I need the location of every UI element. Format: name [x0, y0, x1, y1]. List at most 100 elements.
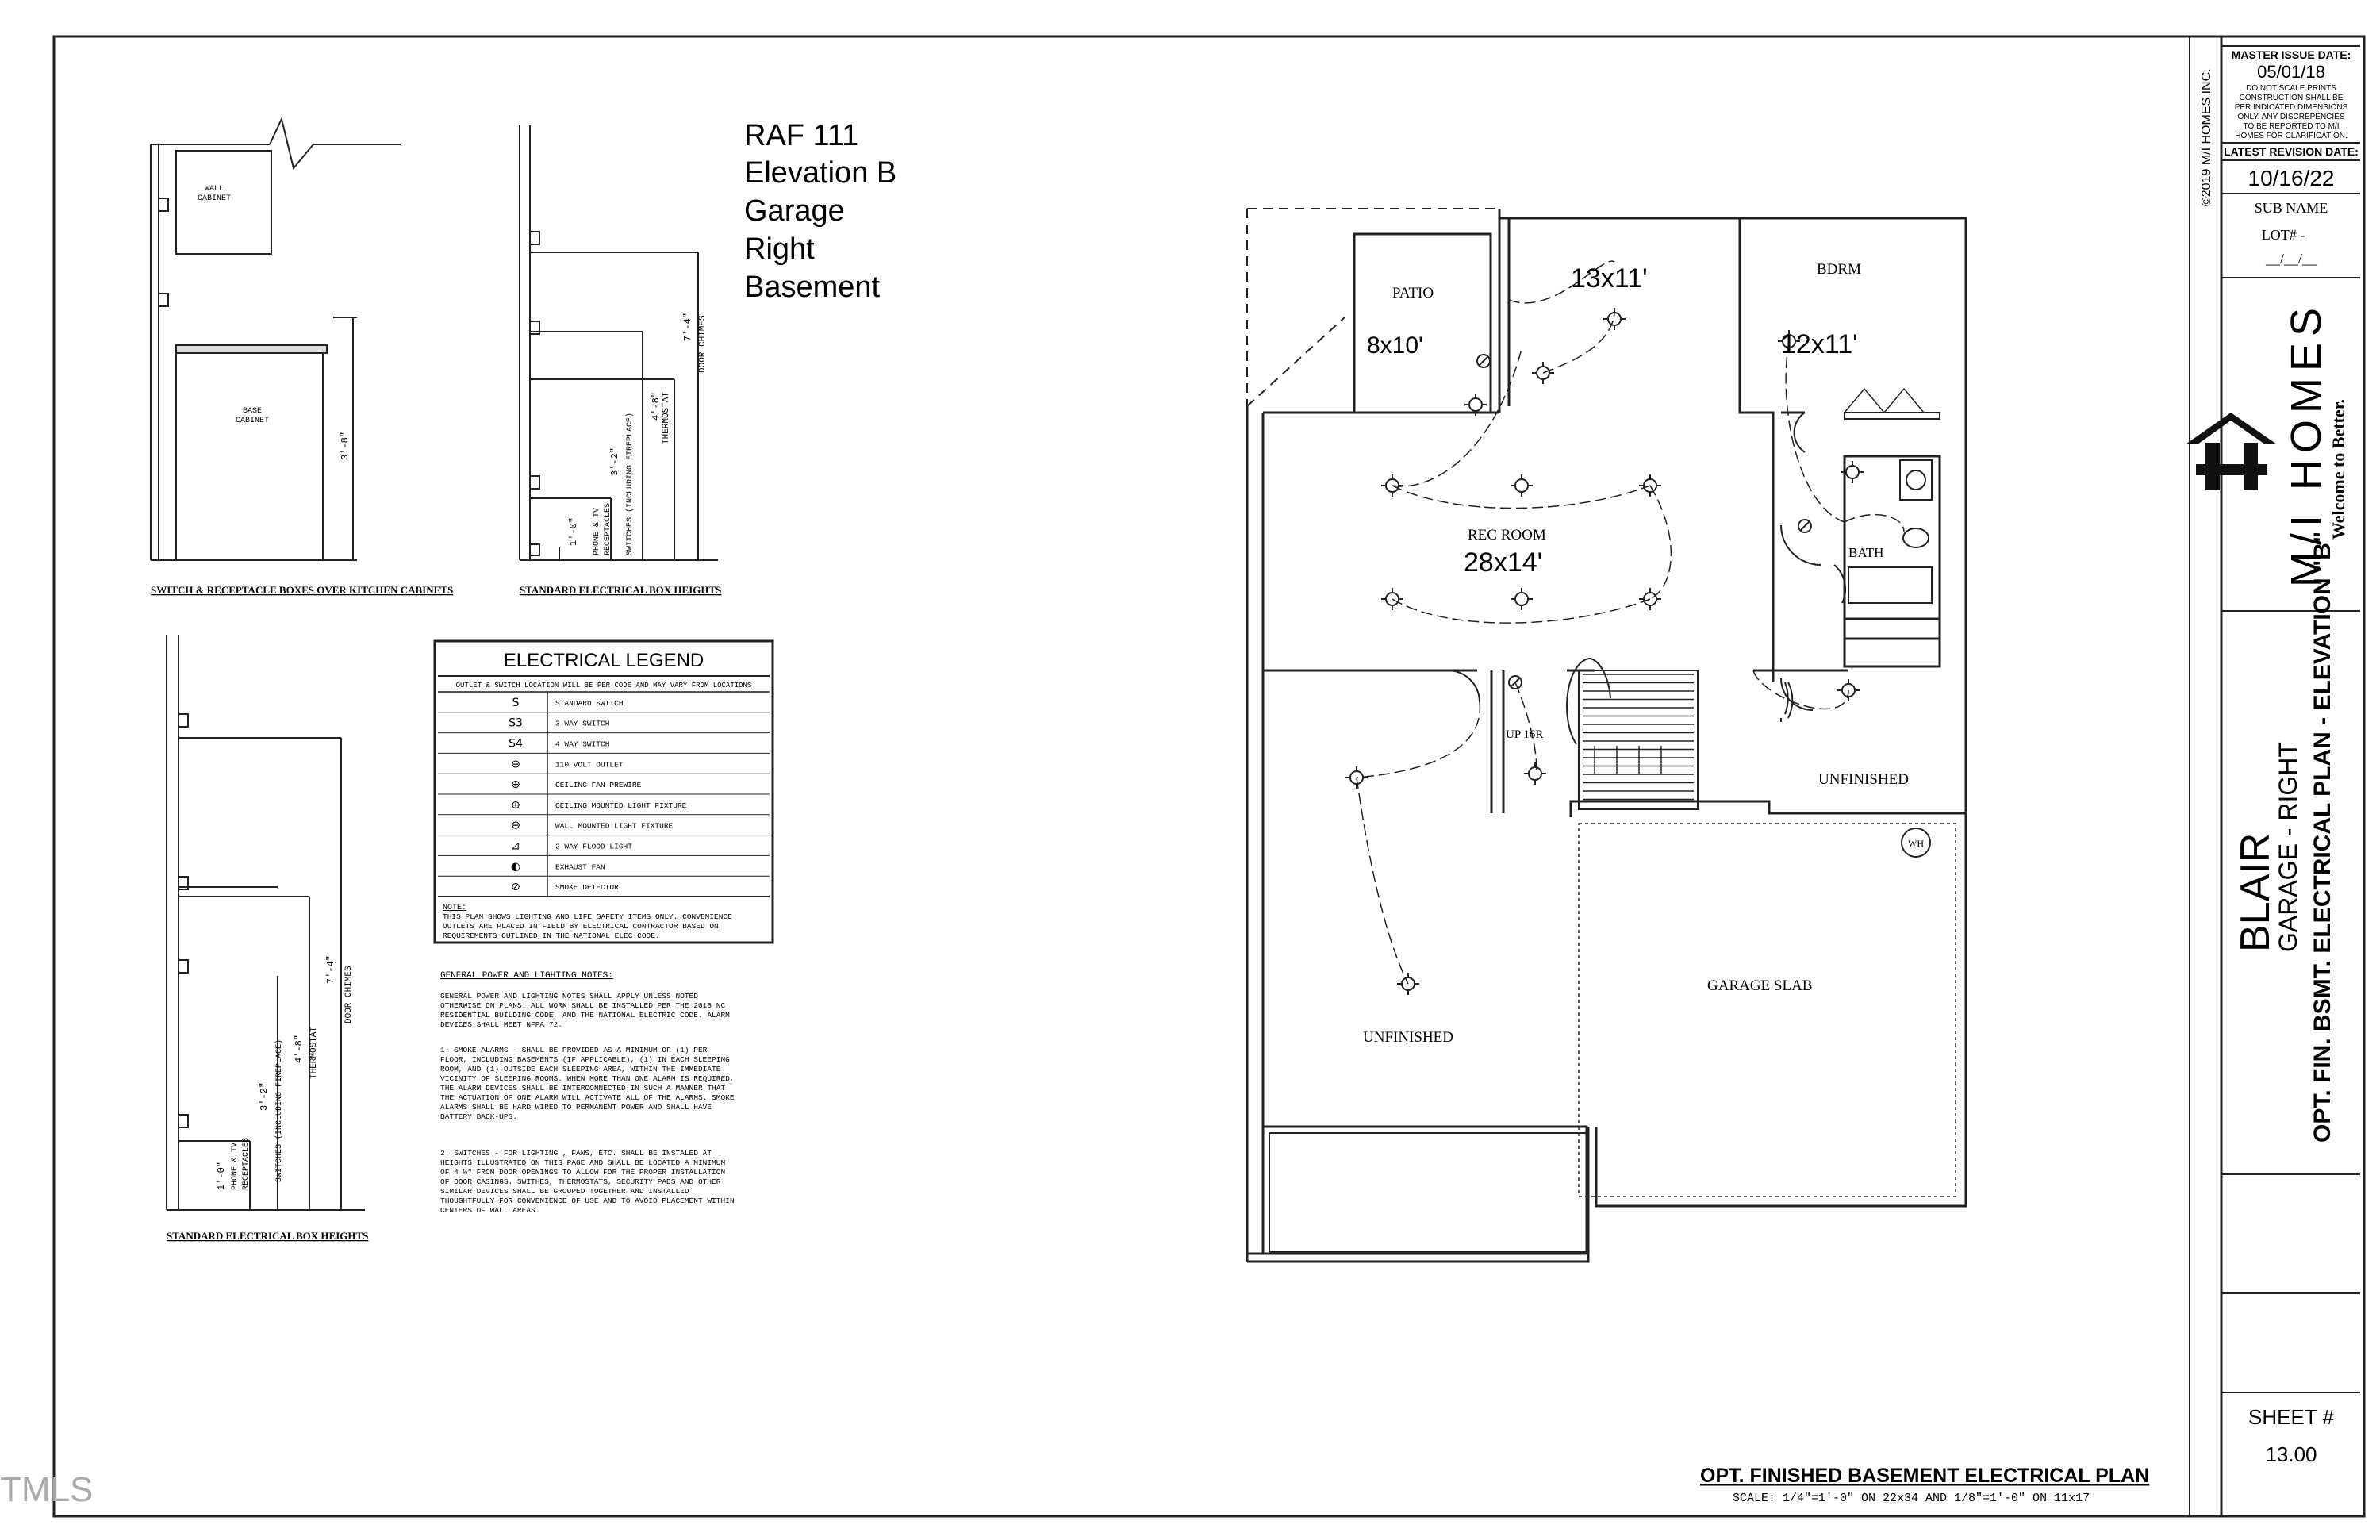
header-line: RAF 111 — [744, 119, 858, 152]
unfinished-left-label: UNFINISHED — [1363, 1029, 1453, 1046]
basement-floor-plan — [1246, 208, 1967, 1263]
note2-line: THOUGHTFULLY FOR CONVENIENCE OF USE AND … — [440, 1196, 735, 1205]
legend-item-label: SMOKE DETECTOR — [555, 883, 619, 892]
lot-number: LOT# - — [2262, 227, 2305, 243]
base-cabinet-label: CABINET — [236, 417, 269, 425]
general-notes-title: GENERAL POWER AND LIGHTING NOTES: — [440, 971, 613, 981]
dim-1-0: 1'-0" — [568, 517, 579, 546]
notice-line: HOMES FOR CLARIFICATION. — [2235, 132, 2347, 140]
legend-note-line: OUTLETS ARE PLACED IN FIELD BY ELECTRICA… — [443, 922, 719, 931]
notice-line: TO BE REPORTED TO M/I — [2244, 122, 2340, 131]
latest-revision-date: 10/16/22 — [2248, 166, 2335, 190]
dim-3-2-b: 3'-2" — [259, 1082, 270, 1111]
closet-shelf — [1844, 387, 1925, 414]
phone-tv-label-b: PHONE & TV — [231, 1143, 240, 1190]
switches-label: SWITCHES (INCLUDING FIREPLACE) — [625, 413, 635, 555]
sub-name: SUB NAME — [2255, 200, 2328, 216]
door-chimes-label: DOOR CHIMES — [698, 315, 708, 373]
notice-block: DO NOT SCALE PRINTS CONSTRUCTION SHALL B… — [2235, 84, 2348, 140]
sheet-label: SHEET # — [2248, 1405, 2334, 1429]
std-detail-title-bottom: STANDARD ELECTRICAL BOX HEIGHTS — [167, 1230, 368, 1242]
wall-cabinet-label: CABINET — [198, 194, 231, 203]
legend-symbol-icon: ⊘ — [511, 881, 520, 893]
legend-note-line: THIS PLAN SHOWS LIGHTING AND LIFE SAFETY… — [443, 912, 732, 921]
copyright-text: ©2019 M/I HOMES INC. — [2200, 68, 2213, 206]
legend-symbol-icon: ⊿ — [511, 840, 520, 853]
wall-cabinet-label: WALL — [205, 185, 224, 194]
smoke-detector-icon — [1508, 675, 1522, 689]
electrical-legend: ELECTRICAL LEGEND OUTLET & SWITCH LOCATI… — [433, 639, 774, 944]
note1-line: ROOM, AND (1) OUTSIDE EACH SLEEPING AREA… — [440, 1065, 721, 1073]
ceiling-light-icon — [1845, 465, 1860, 479]
note1-line: VICINITY OF SLEEPING ROOMS. WHEN MORE TH… — [440, 1074, 735, 1083]
ceiling-light-icon — [1514, 478, 1529, 493]
plan-description: OPT. FIN. BSMT. ELECTRICAL PLAN - ELEVAT… — [2309, 532, 2336, 1143]
legend-item-label: STANDARD SWITCH — [555, 699, 624, 708]
smoke-detector-icon — [1476, 354, 1491, 368]
dim-7-4-b: 7'-4" — [325, 955, 336, 984]
rec-room-size: 28x14' — [1464, 547, 1542, 578]
circuit-wiring — [1356, 260, 1905, 985]
lot-date: __/__/__ — [2265, 251, 2317, 267]
legend-item-label: EXHAUST FAN — [555, 862, 605, 871]
dim-1-0-b: 1'-0" — [216, 1162, 227, 1190]
toilet-icon — [1902, 528, 1929, 548]
bathtub-icon — [1848, 566, 1933, 604]
std-detail-title-top: STANDARD ELECTRICAL BOX HEIGHTS — [520, 584, 721, 596]
dim-3-8: 3'-8" — [340, 432, 351, 460]
brand-tagline: Welcome to Better. — [2328, 399, 2348, 540]
rec-room-label: REC ROOM — [1468, 527, 1546, 543]
header-note: RAF 111 Elevation B Garage Right Basemen… — [744, 119, 896, 304]
switches-label-b: SWITCHES (INCLUDING FIREPLACE) — [274, 1039, 284, 1182]
door-chimes-label-b: DOOR CHIMES — [344, 966, 354, 1023]
header-line: Elevation B — [744, 156, 896, 190]
base-cabinet-label: BASE — [243, 407, 262, 416]
thermostat-label: THERMOSTAT — [662, 392, 671, 444]
title-block: ©2019 M/I HOMES INC. MASTER ISSUE DATE: … — [2186, 45, 2360, 1466]
notice-line: CONSTRUCTION SHALL BE — [2240, 94, 2344, 102]
plan-variant: GARAGE - RIGHT — [2274, 742, 2302, 952]
bdrm-label: BDRM — [1817, 261, 1861, 278]
legend-item-label: CEILING MOUNTED LIGHT FIXTURE — [555, 801, 687, 810]
notice-line: PER INDICATED DIMENSIONS — [2235, 103, 2348, 112]
std-box-detail-bottom — [166, 635, 365, 1211]
kitchen-detail-title: SWITCH & RECEPTACLE BOXES OVER KITCHEN C… — [151, 584, 453, 596]
legend-symbol-icon: ⊖ — [511, 758, 520, 770]
phone-tv-label: PHONE & TV — [593, 508, 601, 555]
dim-4-8: 4'-8" — [651, 392, 662, 421]
patio-size: 8x10' — [1367, 332, 1423, 359]
legend-item-label: WALL MOUNTED LIGHT FIXTURE — [555, 822, 674, 831]
room-labels: PATIO 8x10' 13x11' BDRM 12x11' REC ROOM … — [1363, 261, 1909, 1046]
kitchen-cabinet-detail — [150, 116, 401, 561]
logo-roof-icon — [2186, 413, 2277, 444]
garage-slab-label: GARAGE SLAB — [1707, 977, 1812, 994]
legend-title: ELECTRICAL LEGEND — [504, 650, 704, 671]
dim-4-8-b: 4'-8" — [294, 1035, 305, 1063]
stair-up-label: UP 16R — [1506, 728, 1543, 741]
room-13x11-size: 13x11' — [1571, 263, 1648, 294]
legend-symbol-icon: ◐ — [511, 860, 520, 873]
bdrm-size: 12x11' — [1781, 329, 1858, 359]
plan-name: BLAIR — [2232, 833, 2278, 952]
note1-line: ALARMS SHALL BE HARD WIRED TO PERMANENT … — [440, 1103, 712, 1112]
ceiling-light-icon — [1514, 592, 1529, 606]
sheet-number: 13.00 — [2265, 1442, 2317, 1466]
header-line: Basement — [744, 271, 881, 304]
note2-line: 2. SWITCHES - FOR LIGHTING , FANS, ETC. … — [440, 1149, 712, 1158]
legend-item-label: 110 VOLT OUTLET — [555, 760, 624, 769]
notice-line: DO NOT SCALE PRINTS — [2246, 84, 2336, 93]
master-issue-date: 05/01/18 — [2257, 62, 2325, 82]
mi-homes-logo: M/I HOMES Welcome to Better. — [2186, 301, 2348, 587]
std-box-detail-top — [519, 125, 718, 561]
notice-line: ONLY. ANY DISCREPENCIES — [2237, 113, 2344, 121]
smoke-detector-slash — [1511, 678, 1520, 687]
legend-symbol-icon: ⊕ — [511, 799, 520, 812]
brand-name: M/I HOMES — [2282, 301, 2330, 587]
legend-item-label: 3 WAY SWITCH — [555, 720, 609, 728]
sheet-border — [52, 35, 2366, 1518]
legend-item-label: 2 WAY FLOOD LIGHT — [555, 843, 632, 851]
legend-note-title: NOTE: — [443, 904, 466, 912]
bath-label: BATH — [1848, 545, 1883, 560]
receptacles-label-b: RECEPTACLES — [242, 1138, 251, 1190]
